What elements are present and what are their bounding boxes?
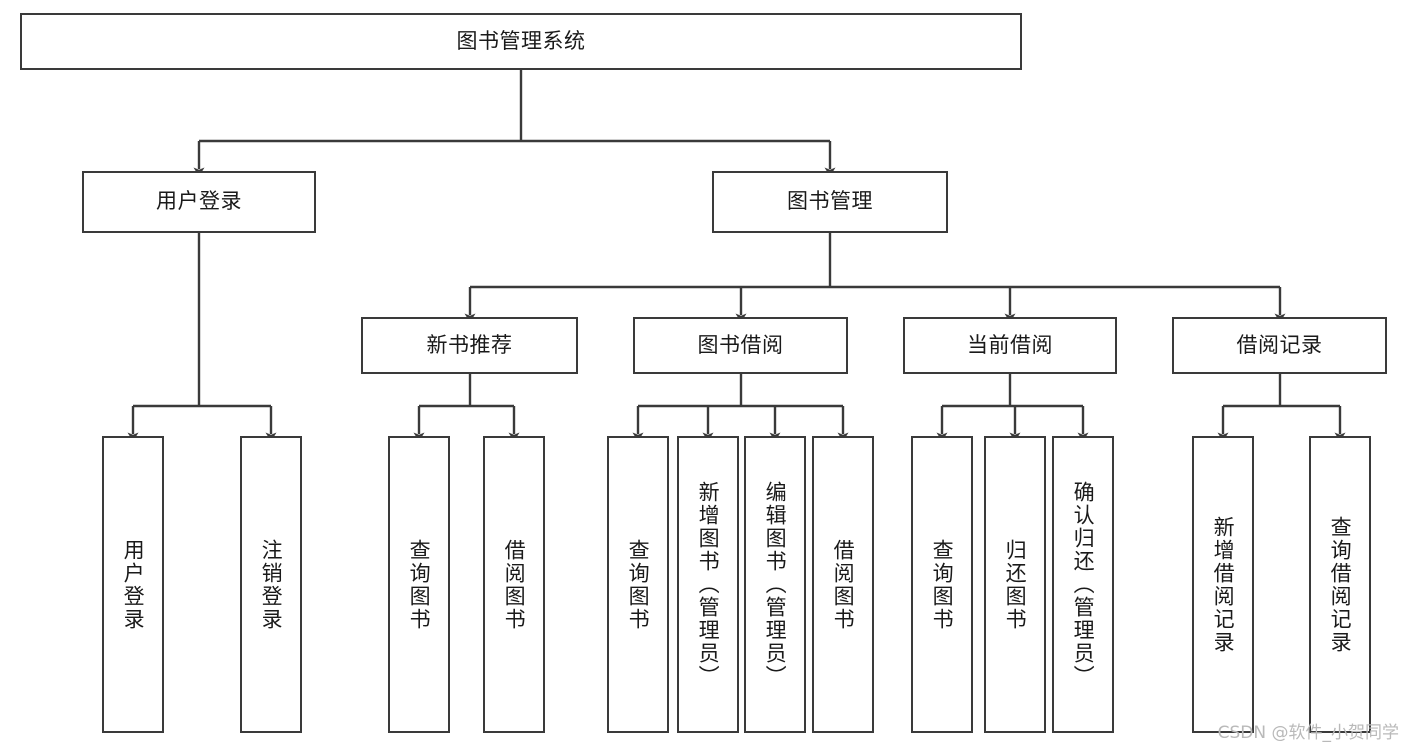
watermark-label: CSDN @软件_小贺同学 [1217,723,1399,743]
node-label: 查询图书 [407,538,432,631]
node-leaf_q_book_1[interactable]: 查询图书 [388,436,450,733]
node-leaf_q_book_3[interactable]: 查询图书 [911,436,973,733]
node-label: 图书管理系统 [456,28,586,53]
node-leaf_query_rec[interactable]: 查询借阅记录 [1309,436,1371,733]
node-leaf_logout[interactable]: 注销登录 [240,436,302,733]
node-label: 用户登录 [156,189,242,214]
node-label: 新书推荐 [426,332,513,357]
node-leaf_user_login[interactable]: 用户登录 [102,436,164,733]
node-label: 用户登录 [121,538,146,631]
node-label: 新增借阅记录 [1211,515,1236,654]
node-label: 图书管理 [787,189,873,214]
node-current_borrow[interactable]: 当前借阅 [903,317,1117,374]
node-leaf_confirm[interactable]: 确认归还（管理员） [1052,436,1114,733]
node-label: 查询借阅记录 [1328,515,1353,654]
node-label: 借阅记录 [1236,332,1323,357]
node-label: 注销登录 [259,538,284,631]
node-label: 归还图书 [1003,538,1028,631]
node-label: 查询图书 [626,538,651,631]
node-label: 图书借阅 [697,332,784,357]
node-leaf_add_book[interactable]: 新增图书（管理员） [677,436,739,733]
node-user_login[interactable]: 用户登录 [82,171,316,233]
node-label: 查询图书 [930,538,955,631]
node-label: 当前借阅 [967,332,1053,357]
node-book_manage[interactable]: 图书管理 [712,171,948,233]
node-book_borrow[interactable]: 图书借阅 [633,317,848,374]
node-leaf_edit_book[interactable]: 编辑图书（管理员） [744,436,806,733]
node-label: 借阅图书 [831,538,856,631]
node-label: 确认归还（管理员） [1071,481,1096,688]
node-leaf_return[interactable]: 归还图书 [984,436,1046,733]
node-label: 编辑图书（管理员） [763,481,788,688]
node-label: 新增图书（管理员） [696,481,721,688]
node-leaf_add_rec[interactable]: 新增借阅记录 [1192,436,1254,733]
node-leaf_q_book_2[interactable]: 查询图书 [607,436,669,733]
node-new_book_rec[interactable]: 新书推荐 [361,317,578,374]
node-label: 借阅图书 [502,538,527,631]
node-root[interactable]: 图书管理系统 [20,13,1022,70]
node-leaf_borrow_b2[interactable]: 借阅图书 [812,436,874,733]
node-borrow_record[interactable]: 借阅记录 [1172,317,1387,374]
node-leaf_borrow_b1[interactable]: 借阅图书 [483,436,545,733]
